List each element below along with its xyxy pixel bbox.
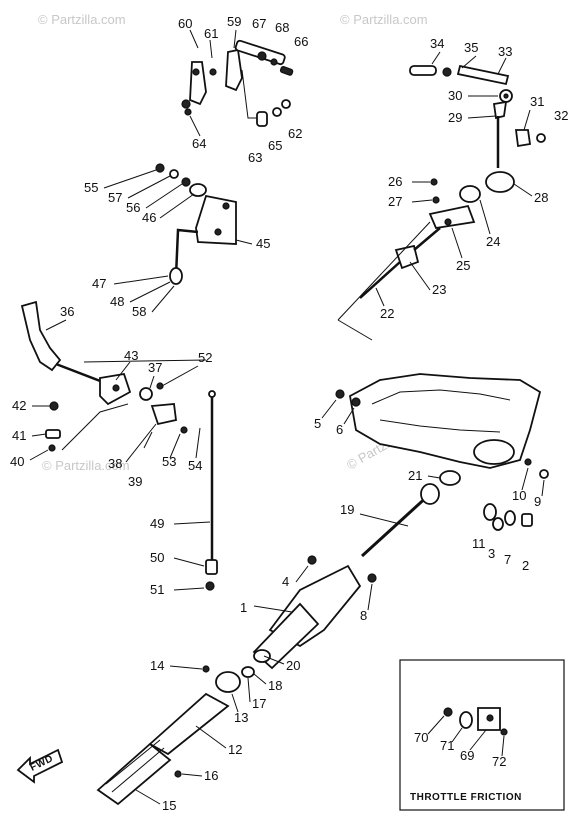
part-number-label: 38 [108, 456, 122, 471]
part-number-label: 36 [60, 304, 74, 319]
inset-title: THROTTLE FRICTION [410, 792, 522, 803]
part-number-label: 42 [12, 398, 26, 413]
part-number-label: 9 [534, 494, 541, 509]
watermark-text: © Partzilla.com [42, 458, 130, 473]
part-number-label: 47 [92, 276, 106, 291]
part-number-label: 57 [108, 190, 122, 205]
part-number-label: 63 [248, 150, 262, 165]
part-number-label: 2 [522, 558, 529, 573]
part-number-label: 21 [408, 468, 422, 483]
part-number-label: 52 [198, 350, 212, 365]
throttle-link-assembly [181, 39, 294, 127]
part-number-label: 18 [268, 678, 282, 693]
part-number-label: 35 [464, 40, 478, 55]
part-number-label: 33 [498, 44, 512, 59]
part-number-label: 50 [150, 550, 164, 565]
part-number-label: 29 [448, 110, 462, 125]
part-number-label: 62 [288, 126, 302, 141]
part-number-label: 48 [110, 294, 124, 309]
part-number-label: 68 [275, 20, 289, 35]
friction-springs [483, 503, 533, 531]
part-number-label: 60 [178, 16, 192, 31]
part-number-label: 28 [534, 190, 548, 205]
part-number-label: 11 [472, 536, 486, 551]
part-number-label: 58 [132, 304, 146, 319]
part-number-label: 1 [240, 600, 247, 615]
part-number-label: 61 [204, 26, 218, 41]
part-number-label: 20 [286, 658, 300, 673]
part-number-label: 24 [486, 234, 500, 249]
throttle-arm-assembly [155, 163, 237, 285]
cable-link-assembly [409, 64, 546, 229]
part-number-label: 70 [414, 730, 428, 745]
part-number-label: 55 [84, 180, 98, 195]
part-number-label: 69 [460, 748, 474, 763]
part-number-label: 30 [448, 88, 462, 103]
part-number-label: 39 [128, 474, 142, 489]
part-number-label: 71 [440, 738, 454, 753]
part-number-label: 65 [268, 138, 282, 153]
part-number-label: 40 [10, 454, 24, 469]
part-number-label: 12 [228, 742, 242, 757]
part-number-label: 25 [456, 258, 470, 273]
part-number-label: 53 [162, 454, 176, 469]
part-number-label: 31 [530, 94, 544, 109]
watermark-text: © Partzilla.com [38, 12, 126, 27]
part-number-label: 56 [126, 200, 140, 215]
part-number-label: 7 [504, 552, 511, 567]
link-rod [205, 390, 218, 591]
part-number-label: 4 [282, 574, 289, 589]
part-number-label: 27 [388, 194, 402, 209]
part-number-label: 37 [148, 360, 162, 375]
part-number-label: 49 [150, 516, 164, 531]
part-number-label: 23 [432, 282, 446, 297]
part-number-label: 51 [150, 582, 164, 597]
part-number-label: 72 [492, 754, 506, 769]
part-number-label: 14 [150, 658, 164, 673]
part-number-label: 8 [360, 608, 367, 623]
part-number-label: 59 [227, 14, 241, 29]
part-number-label: 43 [124, 348, 138, 363]
bottom-cowling-housing [335, 373, 549, 486]
tiller-handle [96, 555, 377, 806]
part-number-label: 16 [204, 768, 218, 783]
part-number-label: 41 [12, 428, 26, 443]
part-number-label: 26 [388, 174, 402, 189]
part-number-label: 15 [162, 798, 176, 813]
part-number-label: 22 [380, 306, 394, 321]
part-number-label: 17 [252, 696, 266, 711]
watermark-text: © Partzilla.com [340, 12, 428, 27]
part-number-label: 6 [336, 422, 343, 437]
part-number-label: 64 [192, 136, 206, 151]
forward-direction-arrow: FWD [16, 748, 64, 784]
part-number-label: 32 [554, 108, 568, 123]
part-number-label: 46 [142, 210, 156, 225]
control-lever-assembly [20, 300, 207, 452]
part-number-label: 19 [340, 502, 354, 517]
part-number-label: 66 [294, 34, 308, 49]
throttle-friction-inset: THROTTLE FRICTION [399, 659, 565, 811]
part-number-label: 45 [256, 236, 270, 251]
throttle-shaft [360, 483, 440, 558]
part-number-label: 67 [252, 16, 266, 31]
part-number-label: 13 [234, 710, 248, 725]
part-number-label: 34 [430, 36, 444, 51]
part-number-label: 54 [188, 458, 202, 473]
throttle-cable [359, 227, 441, 299]
part-number-label: 3 [488, 546, 495, 561]
part-number-label: 10 [512, 488, 526, 503]
part-number-label: 5 [314, 416, 321, 431]
